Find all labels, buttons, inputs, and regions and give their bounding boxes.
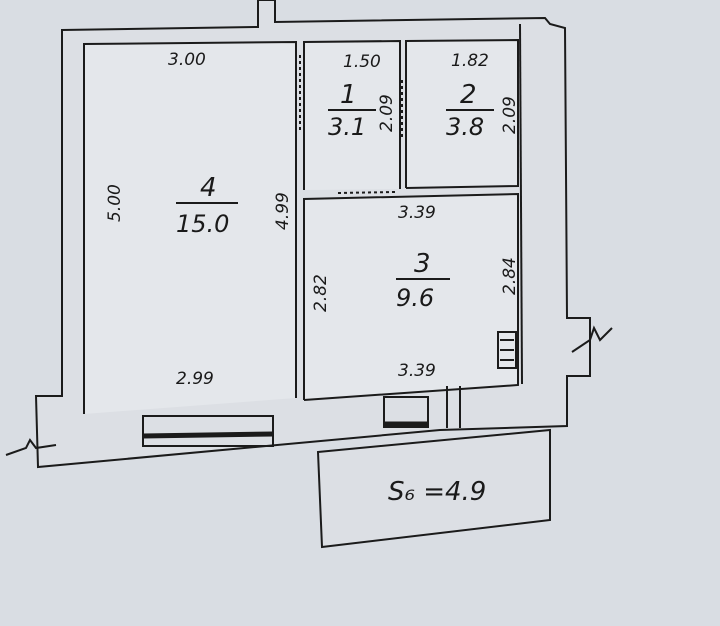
break-marker-right (571, 325, 613, 353)
room-4-outline (83, 40, 297, 414)
room-1-outline (303, 39, 401, 190)
room-1-area-label: 3.1 (328, 113, 366, 141)
room-4-dim-left: 5.00 (105, 184, 125, 222)
room-1-area (304, 41, 400, 190)
room-3-dim-bottom: 3.39 (398, 361, 436, 381)
room-2-area-label: 3.8 (446, 113, 484, 141)
room-2-outline (405, 38, 519, 189)
room-4-dim-bottom: 2.99 (176, 369, 214, 389)
room-1-dim-top: 1.50 (343, 52, 381, 72)
room-4-area-label: 15.0 (176, 210, 229, 238)
window-room-4-sill (142, 431, 274, 439)
room-3-area (304, 194, 518, 400)
room-3-number: 3 (414, 249, 431, 279)
room-3-dim-top: 3.39 (398, 203, 436, 223)
room-4-dim-right: 4.99 (273, 192, 293, 230)
corridor-wall (519, 23, 523, 385)
room-2-number: 2 (460, 80, 477, 110)
stove-icon (497, 331, 517, 369)
room-3-dim-right: 2.84 (500, 257, 520, 295)
room-1-dim-right: 2.09 (377, 94, 397, 132)
window-room-4 (142, 415, 274, 447)
room-4-area (84, 42, 296, 414)
room-1-number: 1 (340, 80, 357, 110)
balcony-area-label: S₆ =4.9 (388, 477, 486, 507)
room-3-dim-left: 2.82 (311, 274, 331, 312)
room-2-dim-top: 1.82 (451, 51, 489, 71)
balcony (316, 428, 551, 549)
stove-icon-burners (500, 339, 514, 361)
room-4-dim-top: 3.00 (168, 50, 206, 70)
room-2-dim-right: 2.09 (500, 96, 520, 134)
room-4-number: 4 (200, 173, 217, 203)
room-3-area-label: 9.6 (396, 284, 434, 312)
break-marker-left (5, 438, 57, 456)
room-2-area (406, 40, 518, 188)
window-room-3 (383, 396, 429, 428)
